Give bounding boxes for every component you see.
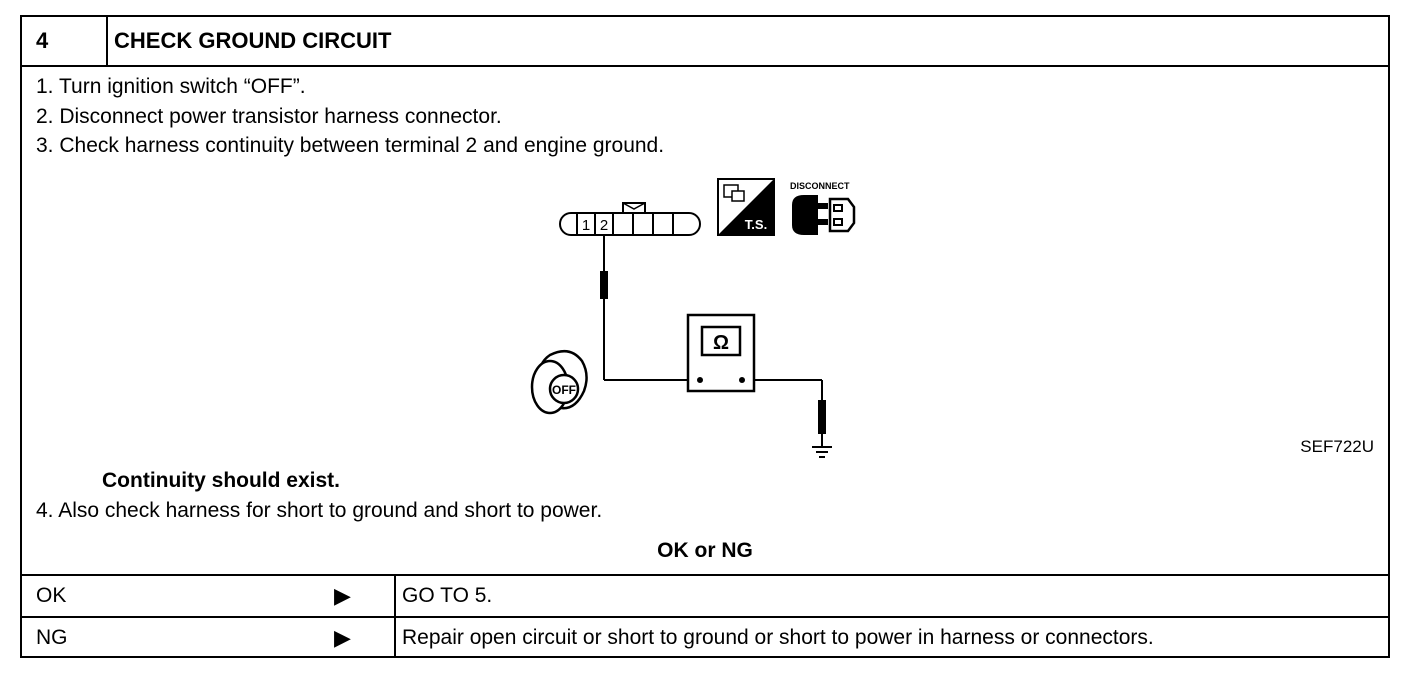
- continuity-check-diagram: 1 2 T.S. DISCONNECT Ω: [530, 178, 856, 458]
- result-heading: OK or NG: [657, 539, 753, 562]
- arrow-icon: ▶: [334, 625, 351, 650]
- harness-connector: 1 2: [559, 202, 701, 236]
- ohmmeter: Ω: [686, 313, 756, 393]
- figure-code: SEF722U: [1300, 437, 1374, 456]
- result-label-ok: OK: [36, 584, 67, 607]
- ts-icon: T.S.: [717, 178, 775, 236]
- result-row-ok: OK ▶ GO TO 5.: [22, 574, 1388, 616]
- instruction-4: 4. Also check harness for short to groun…: [36, 499, 603, 522]
- ignition-key-icon: OFF: [530, 349, 588, 415]
- result-row-ng: NG ▶ Repair open circuit or short to gro…: [22, 616, 1388, 658]
- disconnect-label: DISCONNECT: [790, 181, 850, 191]
- result-action-ng: Repair open circuit or short to ground o…: [402, 626, 1154, 649]
- column-divider: [394, 618, 396, 658]
- instruction-2: 2. Disconnect power transistor harness c…: [36, 105, 502, 128]
- ts-label: T.S.: [745, 217, 767, 232]
- column-divider: [394, 576, 396, 616]
- result-action-ok: GO TO 5.: [402, 584, 493, 607]
- ground-icon: [812, 446, 832, 458]
- arrow-icon: ▶: [334, 583, 351, 608]
- ohm-symbol: Ω: [713, 332, 729, 354]
- terminal-1-label: 1: [582, 217, 590, 234]
- step-title: CHECK GROUND CIRCUIT: [114, 28, 392, 53]
- instruction-3: 3. Check harness continuity between term…: [36, 134, 665, 157]
- terminal-2-label: 2: [600, 217, 608, 234]
- key-off-label: OFF: [552, 383, 576, 397]
- result-label-ng: NG: [36, 626, 68, 649]
- procedure-table: 4 CHECK GROUND CIRCUIT 1. Turn ignition …: [20, 15, 1390, 658]
- step-number: 4: [22, 17, 108, 65]
- step-header: 4 CHECK GROUND CIRCUIT: [22, 17, 1388, 67]
- instruction-1: 1. Turn ignition switch “OFF”.: [36, 75, 306, 98]
- continuity-note: Continuity should exist.: [102, 469, 341, 492]
- disconnect-icon: DISCONNECT: [790, 181, 856, 235]
